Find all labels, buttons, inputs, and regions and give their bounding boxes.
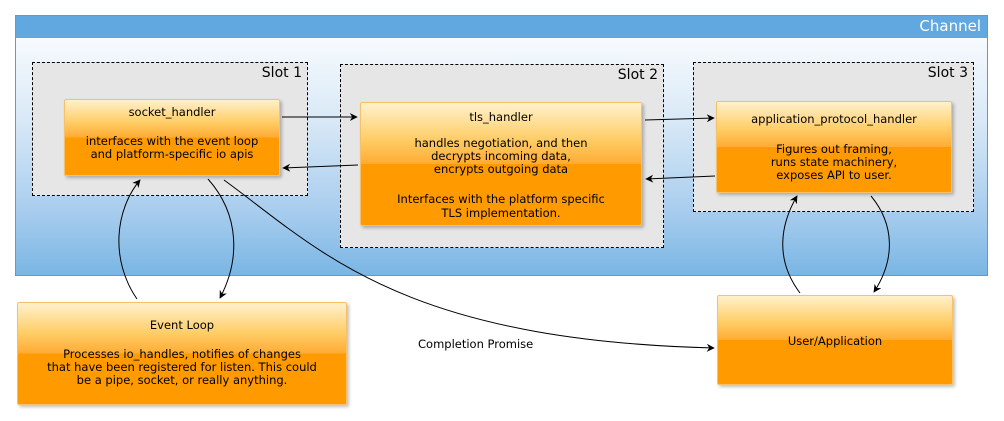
application-protocol-handler-body-line: Figures out framing,: [776, 142, 892, 156]
completion-promise-label: Completion Promise: [418, 337, 534, 351]
application-protocol-handler-node[interactable]: application_protocol_handler Figures out…: [716, 101, 952, 193]
socket-handler-body-line: and platform-specific io apis: [90, 147, 254, 161]
slot-3-label: Slot 3: [927, 65, 968, 81]
user-application-title: User/Application: [787, 334, 883, 348]
slot-2-label: Slot 2: [617, 67, 658, 83]
application-protocol-handler-title: application_protocol_handler: [751, 112, 917, 126]
tls-handler-body-line: encrypts outgoing data: [433, 162, 569, 176]
socket-handler-node[interactable]: socket_handler interfaces with the event…: [64, 99, 280, 176]
socket-handler-body-line: interfaces with the event loop: [85, 134, 259, 148]
event-loop-node[interactable]: Event Loop Processes io_handles, notifie…: [17, 302, 347, 405]
tls-handler-body-line: handles negotiation, and then: [414, 136, 588, 150]
tls-handler-body-line: TLS implementation.: [441, 206, 561, 220]
channel-title: Channel: [919, 17, 981, 35]
event-loop-body-line: Processes io_handles, notifies of change…: [63, 347, 301, 361]
tls-handler-node[interactable]: tls_handler handles negotiation, and the…: [360, 102, 642, 226]
event-loop-body-line: that have been registered for listen. Th…: [47, 360, 317, 374]
tls-handler-body-line: decrypts incoming data,: [431, 149, 571, 163]
event-loop-body-line: be a pipe, socket, or really anything.: [76, 373, 288, 387]
user-application-node[interactable]: User/Application: [717, 295, 953, 385]
tls-handler-title: tls_handler: [469, 110, 533, 124]
slot-1-label: Slot 1: [261, 65, 302, 81]
event-loop-title: Event Loop: [149, 318, 215, 332]
socket-handler-title: socket_handler: [128, 105, 216, 119]
tls-handler-body-line: Interfaces with the platform specific: [397, 192, 605, 206]
application-protocol-handler-body-line: exposes API to user.: [776, 168, 892, 182]
channel-header-bar: [16, 16, 987, 38]
application-protocol-handler-body-line: runs state machinery,: [770, 155, 898, 169]
